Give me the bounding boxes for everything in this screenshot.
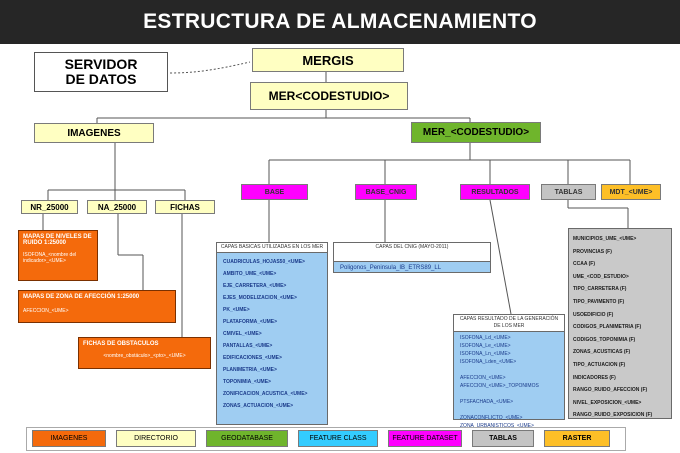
legend-item: FEATURE CLASS — [298, 430, 378, 447]
list-item: ISOFONA_Ld_<UME> — [460, 335, 511, 341]
table-item: NIVEL_EXPOSICION_<UME> — [573, 399, 642, 406]
capas-cnig-header: CAPAS DEL CNIG (MAYO-2011) — [334, 243, 490, 262]
table-item: RANGO_RUIDO_EXPOSICION (F) — [573, 412, 653, 419]
node-mergis: MERGIS — [252, 48, 404, 72]
list-item — [454, 406, 564, 414]
list-item: ISOFONA_Lden_<UME> — [460, 359, 517, 365]
list-item: CMIVEL_<UME> — [223, 331, 262, 337]
list-item: Poligonos_Peninsula_IB_ETRS89_LL — [340, 265, 442, 271]
node-fichas: FICHAS — [155, 200, 215, 214]
list-item: ZONIFICACION_ACUSTICA_<UME> — [223, 391, 308, 397]
node-imagenes: IMAGENES — [34, 123, 154, 143]
mapas-niveles-title: MAPAS DE NIVELES DE RUIDO 1:25000 — [23, 234, 92, 246]
legend-items: IMAGENES DIRECTORIO GEODATABASE FEATURE CLA… — [32, 430, 622, 447]
table-item: PROVINCIAS (F) — [573, 248, 612, 255]
table-item: TIPO_CARRETERA (F) — [573, 286, 627, 293]
legend-item: TABLAS — [472, 430, 534, 447]
table-item: MUNICIPIOS_UME_<UME> — [573, 236, 637, 242]
node-tablas: TABLAS — [541, 184, 596, 200]
mapas-zona-line: AFECCION_<UME> — [23, 308, 69, 314]
list-item: ZONA_URBANISTICOS_<UME> — [460, 423, 534, 429]
node-mer-underscore: MER_<CODESTUDIO> — [411, 122, 541, 143]
table-item: UME_<COD_ESTUDIO> — [573, 273, 629, 280]
capas-resultado-list: ISOFONA_Ld_<UME> ISOFONA_Le_<UME> ISOFONA_… — [454, 332, 564, 430]
page-title: ESTRUCTURA DE ALMACENAMIENTO — [0, 0, 680, 44]
capas-resultado-panel: CAPAS RESULTADO DE LA GENERACIÓN DE LOS … — [453, 314, 565, 429]
mapas-zona-box: MAPAS DE ZONA DE AFECCIÓN 1:25000 AFECCI… — [18, 290, 176, 323]
list-item: PLATAFORMA_<UME> — [223, 319, 277, 325]
list-item: PK_<UME> — [223, 307, 250, 313]
node-base: BASE — [241, 184, 308, 200]
table-item: RANGO_RUIDO_AFECCION (F) — [573, 387, 648, 394]
list-item: AFECCION_<UME>_TOPONIMOS — [460, 383, 539, 389]
list-item: ISOFONA_Le_<UME> — [460, 343, 511, 349]
table-item: USOEDIFICIO (F) — [573, 311, 614, 318]
list-item: PLANIMETRIA_<UME> — [223, 367, 277, 373]
list-item: AMBITO_UME_<UME> — [223, 271, 277, 277]
legend-item: IMAGENES — [32, 430, 106, 447]
table-item: CCAA (F) — [573, 261, 596, 268]
capas-cnig-panel: CAPAS DEL CNIG (MAYO-2011) Poligonos_Pen… — [333, 242, 491, 273]
list-item — [454, 390, 564, 398]
table-item: CODIGOS_TOPONIMIA (F) — [573, 336, 636, 343]
node-base-cnig: BASE_CNIG — [355, 184, 417, 200]
list-item: EJES_MODELIZACION_<UME> — [223, 295, 297, 301]
mapas-niveles-box: MAPAS DE NIVELES DE RUIDO 1:25000 ISOFON… — [18, 230, 98, 281]
capas-basicas-panel: CAPAS BASICAS UTILIZADAS EN LOS MER CUAD… — [216, 242, 328, 425]
list-item: PTSFACHADA_<UME> — [460, 399, 514, 405]
list-item: EJE_CARRETERA_<UME> — [223, 283, 287, 289]
node-servidor: SERVIDOR DE DATOS — [34, 52, 168, 92]
tablas-panel: MUNICIPIOS_UME_<UME> PROVINCIAS (F) CCAA (… — [568, 228, 672, 419]
fichas-obstaculos-title: FICHAS DE OBSTACULOS — [83, 341, 159, 347]
fichas-obstaculos-box: FICHAS DE OBSTACULOS <nombre_obstáculo>_… — [78, 337, 211, 369]
node-na-25000: NA_25000 — [87, 200, 147, 214]
capas-resultado-header: CAPAS RESULTADO DE LA GENERACIÓN DE LOS … — [454, 315, 564, 332]
table-item: CODIGOS_PLANIMETRIA (F) — [573, 324, 642, 331]
capas-basicas-header: CAPAS BASICAS UTILIZADAS EN LOS MER — [217, 243, 327, 253]
tablas-list: MUNICIPIOS_UME_<UME> PROVINCIAS (F) CCAA (… — [569, 233, 671, 422]
list-item: EDIFICACIONES_<UME> — [223, 355, 282, 361]
node-mdt: MDT_<UME> — [601, 184, 661, 200]
legend-item: RASTER — [544, 430, 610, 447]
list-item: PANTALLAS_<UME> — [223, 343, 273, 349]
list-item: ISOFONA_Ln_<UME> — [460, 351, 511, 357]
table-item: INDICADORES (F) — [573, 374, 616, 381]
legend-item: FEATURE DATASET — [388, 430, 462, 447]
node-nr-25000: NR_25000 — [21, 200, 78, 214]
table-item: TIPO_PAVIMENTO (F) — [573, 298, 625, 305]
capas-cnig-list: Poligonos_Peninsula_IB_ETRS89_LL — [334, 262, 490, 275]
list-item: TOPONIMIA_<UME> — [223, 379, 271, 385]
node-mer-codestudio: MER<CODESTUDIO> — [250, 82, 408, 110]
list-item — [454, 366, 564, 374]
list-item: ZONACONFLICTO_<UME> — [460, 415, 523, 421]
capas-basicas-list: CUADRICULAS_HOJAS50_<UME> AMBITO_UME_<UME… — [217, 253, 327, 412]
node-resultados: RESULTADOS — [460, 184, 530, 200]
legend-item: GEODATABASE — [206, 430, 288, 447]
list-item: CUADRICULAS_HOJAS50_<UME> — [223, 259, 305, 265]
list-item: ZONAS_ACTUACION_<UME> — [223, 403, 294, 409]
mapas-niveles-line: ISOFONA_<nombre del indicador>_<UME> — [23, 252, 77, 264]
mapas-zona-title: MAPAS DE ZONA DE AFECCIÓN 1:25000 — [23, 294, 140, 300]
table-item: TIPO_ACTUACION (F) — [573, 361, 626, 368]
table-item: ZONAS_ACUSTICAS (F) — [573, 349, 631, 356]
legend-item: DIRECTORIO — [116, 430, 196, 447]
fichas-obstaculos-line: <nombre_obstáculo>_<pto>_<UME> — [103, 353, 186, 359]
list-item: AFECCION_<UME> — [460, 375, 506, 381]
